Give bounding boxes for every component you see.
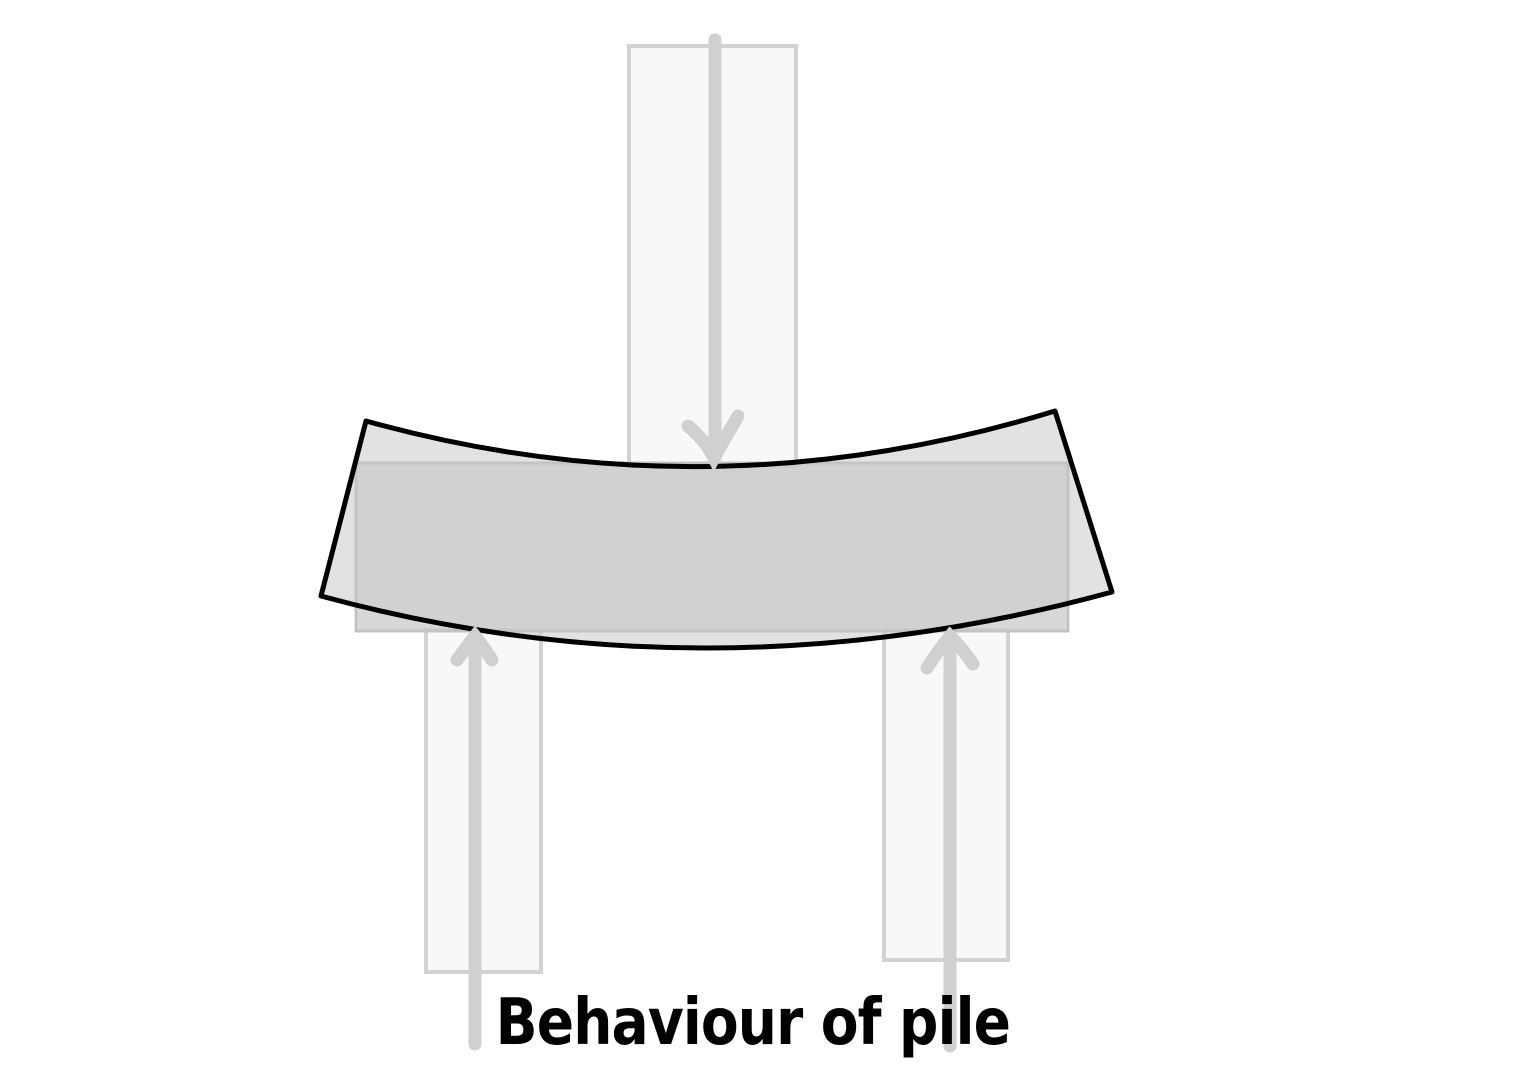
- arrow-up-icon: [920, 626, 980, 1053]
- left-pile-outline: [424, 628, 543, 974]
- deflected-pile-cap-outline: [318, 408, 1115, 651]
- diagram-caption: Behaviour of pile: [495, 986, 1011, 1060]
- arrow-up-icon: [450, 625, 499, 1051]
- arrow-down-icon: [681, 33, 745, 472]
- original-pile-cap: [354, 461, 1070, 633]
